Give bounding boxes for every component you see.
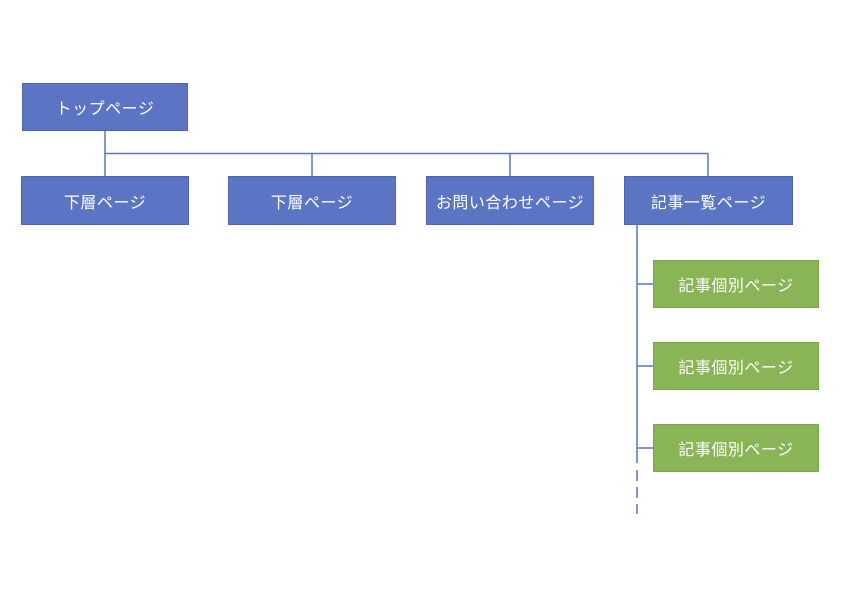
- node-label: 記事一覧ページ: [650, 194, 767, 212]
- node-label: トップページ: [55, 101, 155, 118]
- node-article-list-page: 記事一覧ページ: [624, 176, 793, 225]
- node-top-page: トップページ: [22, 83, 188, 131]
- node-label: 下層ページ: [63, 194, 147, 212]
- node-label: お問い合わせページ: [435, 194, 585, 212]
- node-contact-page: お問い合わせページ: [426, 176, 594, 225]
- node-article-detail-page-3: 記事個別ページ: [653, 424, 819, 472]
- node-sub-page-1: 下層ページ: [21, 176, 189, 225]
- node-label: 記事個別ページ: [678, 442, 794, 459]
- node-label: 下層ページ: [270, 194, 354, 212]
- node-article-detail-page-2: 記事個別ページ: [653, 342, 819, 390]
- node-sub-page-2: 下層ページ: [228, 176, 396, 225]
- node-label: 記事個別ページ: [678, 360, 794, 377]
- node-label: 記事個別ページ: [678, 278, 794, 295]
- node-article-detail-page-1: 記事個別ページ: [653, 260, 819, 308]
